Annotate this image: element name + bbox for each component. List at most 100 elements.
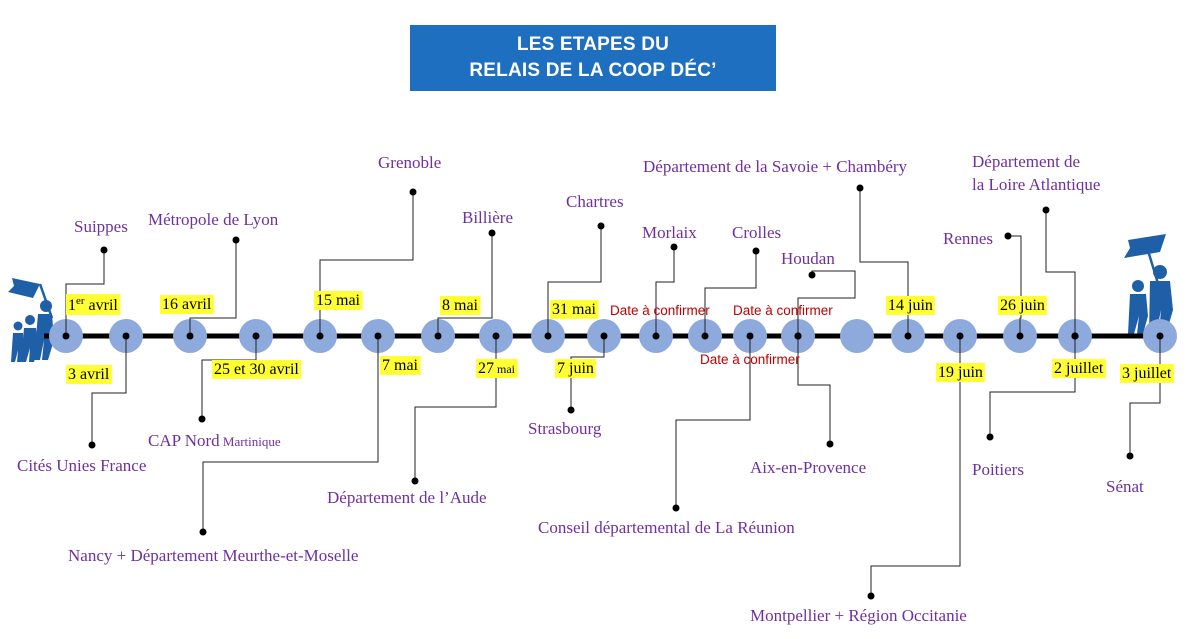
node-center-dot bbox=[794, 332, 802, 340]
connector-line bbox=[1129, 336, 1161, 456]
node-center-dot bbox=[62, 332, 70, 340]
date-highlight bbox=[66, 365, 112, 384]
node-center-dot bbox=[434, 332, 442, 340]
place-billiere: Billière bbox=[462, 208, 513, 227]
place-aix: Aix-en-Provence bbox=[750, 458, 866, 477]
node-center-dot bbox=[544, 332, 552, 340]
connector-end-dot bbox=[808, 271, 816, 279]
connector-end-dot bbox=[567, 406, 575, 414]
connector-end-dot bbox=[752, 247, 760, 255]
connector-line bbox=[989, 336, 1076, 437]
node-center-dot bbox=[492, 332, 500, 340]
connector-end-dot bbox=[986, 433, 994, 441]
date-highlight bbox=[1052, 359, 1106, 378]
connector-end-dot bbox=[856, 184, 864, 192]
date-label-loire: 2 juillet bbox=[1054, 360, 1104, 377]
connector-line bbox=[547, 226, 602, 336]
connector-end-dot bbox=[1126, 452, 1134, 460]
connector-line bbox=[870, 336, 961, 596]
connector-line bbox=[437, 233, 493, 336]
connector-line bbox=[189, 240, 237, 336]
place-suippes: Suippes bbox=[74, 217, 128, 236]
connector-line bbox=[570, 336, 605, 410]
node-center-dot bbox=[122, 332, 130, 340]
place-nancy: Nancy + Département Meurthe-et-Moselle bbox=[68, 546, 358, 565]
connector-end-dot bbox=[826, 440, 834, 448]
connector-line bbox=[1008, 235, 1022, 336]
date-highlight bbox=[1120, 364, 1174, 383]
date-highlight bbox=[212, 360, 302, 379]
date-highlight bbox=[440, 296, 481, 315]
connector-line bbox=[414, 336, 497, 481]
connector-end-dot bbox=[1042, 206, 1050, 214]
date-label-rennes: 26 juin bbox=[1000, 297, 1045, 314]
connector-line bbox=[202, 336, 379, 532]
place-morlaix: Morlaix bbox=[642, 223, 697, 242]
node-center-dot bbox=[956, 332, 964, 340]
title-line-2: RELAIS DE LA COOP DÉC’ bbox=[469, 60, 717, 81]
date-label-billiere: 8 mai bbox=[442, 297, 479, 314]
node-center-dot bbox=[1071, 332, 1079, 340]
date-highlight bbox=[555, 359, 596, 378]
place-metropole-lyon: Métropole de Lyon bbox=[148, 210, 279, 229]
node-center-dot bbox=[1156, 332, 1164, 340]
date-labels: 1er avril 3 avril 16 avril 25 et 30 avri… bbox=[68, 292, 1172, 383]
connector-end-dot bbox=[198, 415, 206, 423]
connector-line bbox=[655, 247, 675, 336]
date-label-aude: 27 mai bbox=[478, 360, 516, 377]
node-center-dot bbox=[652, 332, 660, 340]
date-highlight bbox=[550, 300, 599, 319]
place-houdan: Houdan bbox=[781, 249, 835, 268]
node-center-dot bbox=[316, 332, 324, 340]
date-highlight bbox=[66, 294, 121, 315]
node-center-dot bbox=[186, 332, 194, 340]
date-highlight bbox=[160, 295, 214, 314]
node-center-dot bbox=[746, 332, 754, 340]
date-label-suippes: 1er avril bbox=[68, 295, 118, 314]
walking-people-right-icon bbox=[1124, 234, 1173, 334]
place-loire-line1: Département de bbox=[972, 152, 1080, 171]
date-label-chartres: 31 mai bbox=[552, 301, 597, 318]
place-loire-line2: la Loire Atlantique bbox=[972, 175, 1100, 194]
title-line-1: LES ETAPES DU bbox=[516, 34, 670, 56]
tbc-labels: Date à confirmer Date à confirmer Date à… bbox=[610, 303, 833, 367]
date-label-savoie: 14 juin bbox=[888, 297, 933, 314]
connector-end-dot bbox=[232, 236, 240, 244]
connector-end-dot bbox=[88, 441, 96, 449]
walking-people-left-icon bbox=[8, 278, 54, 362]
date-label-montpellier: 19 juin bbox=[938, 364, 983, 381]
place-crolles: Crolles bbox=[732, 223, 781, 242]
connector-end-dot bbox=[199, 528, 207, 536]
node-center-dot bbox=[701, 332, 709, 340]
place-chartres: Chartres bbox=[566, 192, 624, 211]
connector-line bbox=[797, 336, 831, 444]
connector-end-dot bbox=[1004, 232, 1012, 240]
place-cap-nord: CAP Nord Martinique bbox=[148, 431, 281, 450]
place-senat: Sénat bbox=[1106, 477, 1144, 496]
connector-end-dot bbox=[867, 592, 875, 600]
connectors bbox=[62, 184, 1164, 600]
place-cites-unies-france: Cités Unies France bbox=[17, 456, 146, 475]
date-highlight bbox=[380, 356, 421, 375]
date-label-nancy: 7 mai bbox=[382, 357, 419, 374]
date-label-strasbourg: 7 juin bbox=[557, 360, 594, 377]
node-center-dot bbox=[252, 332, 260, 340]
node-center-dot bbox=[600, 332, 608, 340]
date-label-senat: 3 juillet bbox=[1122, 365, 1172, 382]
connector-line bbox=[704, 251, 757, 336]
place-montpellier: Montpellier + Région Occitanie bbox=[750, 606, 967, 625]
place-labels: Suippes Cités Unies France Métropole de … bbox=[17, 152, 1144, 625]
connector-end-dot bbox=[411, 477, 419, 485]
date-label-cap-nord: 25 et 30 avril bbox=[214, 361, 299, 378]
connector-end-dot bbox=[597, 222, 605, 230]
date-label-cites-unies: 3 avril bbox=[68, 366, 110, 383]
place-savoie: Département de la Savoie + Chambéry bbox=[643, 157, 908, 176]
place-grenoble: Grenoble bbox=[378, 153, 441, 172]
date-label-grenoble: 15 mai bbox=[316, 292, 361, 309]
date-highlight bbox=[936, 363, 985, 382]
node-center-dot bbox=[1016, 332, 1024, 340]
date-label-lyon: 16 avril bbox=[162, 296, 212, 313]
connector-end-dot bbox=[100, 246, 108, 254]
date-highlight bbox=[476, 359, 518, 378]
tbc-label-morlaix: Date à confirmer bbox=[610, 303, 710, 318]
